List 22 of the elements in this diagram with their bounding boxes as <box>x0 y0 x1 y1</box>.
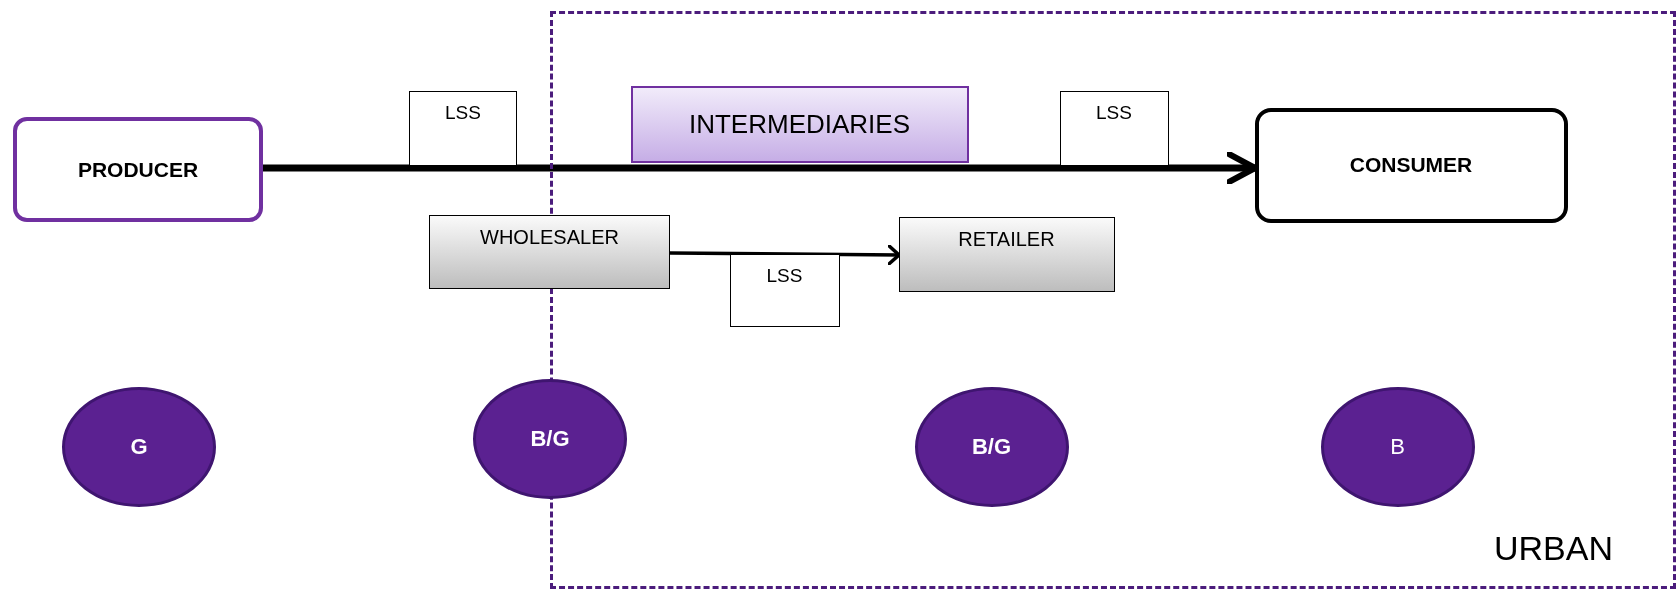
node-label: LSS <box>765 264 804 287</box>
intermediaries-box <box>630 85 969 163</box>
node-label: G <box>129 434 149 460</box>
consumer-box <box>1254 107 1568 223</box>
node-label: RETAILER <box>957 227 1056 251</box>
node-label: B <box>1389 433 1406 460</box>
producer-box <box>13 117 263 222</box>
node-label: B/G <box>970 433 1013 460</box>
trader-box <box>429 215 670 289</box>
node-label: CONSUMER <box>1348 153 1474 177</box>
lss-box <box>729 253 840 327</box>
zone-label: URBAN <box>1493 529 1613 568</box>
lss-box <box>1059 90 1169 166</box>
node-label: INTERMEDIARIES <box>688 108 911 140</box>
trader-box <box>898 216 1115 292</box>
node-label: LSS <box>1095 101 1133 124</box>
node-label: LSS <box>444 102 482 124</box>
node-label: WHOLESALER <box>479 226 620 249</box>
node-label: PRODUCER <box>76 157 200 182</box>
arrow <box>670 244 901 266</box>
lss-box <box>409 91 517 166</box>
node-label: B/G <box>529 426 571 452</box>
